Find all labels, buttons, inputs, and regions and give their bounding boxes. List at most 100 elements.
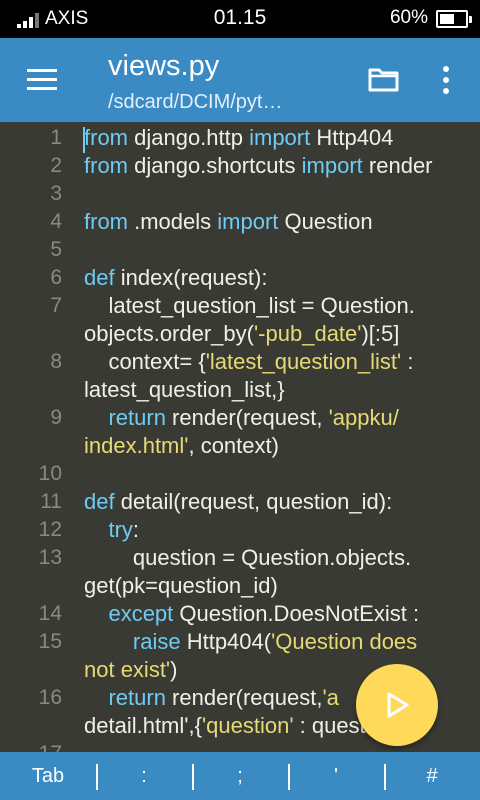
key-button[interactable]: # [426, 765, 438, 787]
code-line: except Question.DoesNotExist : [84, 600, 419, 628]
code-token: context= { [84, 349, 206, 374]
code-line: return render(request,'a [84, 684, 339, 712]
folder-icon[interactable] [368, 67, 399, 92]
code-line: from .models import Question [84, 208, 373, 236]
run-button[interactable] [356, 664, 438, 746]
code-token: render(request, [165, 685, 323, 710]
line-number: 5 [50, 238, 62, 261]
string-token: 'appku/ [328, 405, 399, 430]
extra-keys-bar: Tab:; ' # [0, 752, 480, 800]
code-token: : [132, 517, 140, 542]
key-separator [288, 764, 290, 790]
key-separator [192, 764, 194, 790]
battery-percent: 60% [389, 7, 428, 28]
code-token: detail(request, question_id): [114, 489, 393, 514]
keyword-token: import [301, 153, 363, 178]
code-line: try: [84, 516, 139, 544]
code-token: .models [128, 209, 218, 234]
line-number: 11 [40, 490, 62, 513]
code-token: render(request, [165, 405, 329, 430]
code-line: latest_question_list,} [84, 376, 285, 404]
line-number: 12 [38, 518, 62, 541]
keyword-token: import [249, 125, 311, 150]
code-token: latest_question_list,} [84, 377, 285, 402]
play-icon [387, 692, 409, 718]
string-token: 'a [322, 685, 339, 710]
line-number: 17 [39, 742, 62, 752]
code-token: Question [278, 209, 373, 234]
code-line: objects.order_by('-pub_date')[:5] [84, 320, 399, 348]
line-number: 14 [38, 602, 62, 625]
app-bar: views.py /sdcard/DCIM/pyt… [0, 38, 480, 122]
keyword-token: except [108, 601, 174, 626]
key-button[interactable]: ' [334, 765, 338, 787]
line-number: 13 [38, 546, 62, 569]
code-line: from django.shortcuts import render [84, 152, 433, 180]
keyword-token: try [108, 517, 133, 542]
more-vert-icon[interactable] [436, 66, 456, 94]
line-number: 15 [38, 630, 62, 653]
keyword-token: import [217, 209, 279, 234]
file-title: views.py [108, 50, 220, 82]
clock: 01.15 [213, 6, 267, 29]
line-number-gutter: 1234567891011121314151617 [0, 122, 76, 752]
battery-icon [436, 10, 472, 28]
line-number: 3 [50, 182, 62, 205]
code-line: context= {'latest_question_list' : [84, 348, 413, 376]
code-token: objects.order_by( [84, 321, 254, 346]
keyword-token: from [84, 153, 128, 178]
code-line: question = Question.objects. [84, 544, 411, 572]
code-token: latest_question_list = Question. [84, 293, 415, 318]
line-number: 7 [50, 294, 62, 317]
code-token: render [362, 153, 433, 178]
line-number: 9 [50, 406, 62, 429]
key-button[interactable]: ; [237, 765, 243, 787]
code-token: Http404 [310, 125, 394, 150]
carrier-name: AXIS [45, 8, 89, 29]
string-token: 'Question does [271, 629, 418, 654]
keyword-token: def [84, 489, 115, 514]
line-number: 2 [50, 154, 62, 177]
code-token: get(pk=question_id) [84, 573, 278, 598]
code-line: index.html', context) [84, 432, 279, 460]
status-bar: AXIS 01.15 60% [0, 0, 480, 38]
key-separator [384, 764, 386, 790]
code-token: Question.DoesNotExist : [173, 601, 420, 626]
code-token: question = Question.objects. [84, 545, 412, 570]
code-token [84, 517, 108, 542]
key-button[interactable]: : [141, 765, 147, 787]
code-token: Http404( [180, 629, 272, 654]
keyword-token: return [108, 685, 166, 710]
code-token: django.http [128, 125, 250, 150]
code-token [84, 685, 108, 710]
code-token [84, 405, 108, 430]
file-path: /sdcard/DCIM/pyt… [108, 91, 283, 113]
code-token: index(request): [114, 265, 268, 290]
string-token: 'question' [201, 713, 294, 738]
code-token: ) [170, 657, 178, 682]
line-number: 8 [50, 350, 62, 373]
keyword-token: from [84, 125, 128, 150]
string-token: not exist' [84, 657, 171, 682]
line-number: 4 [50, 210, 62, 233]
code-token [84, 629, 133, 654]
code-token: : [401, 349, 414, 374]
code-line: return render(request, 'appku/ [84, 404, 399, 432]
code-line: not exist') [84, 656, 177, 684]
code-line: get(pk=question_id) [84, 572, 278, 600]
code-token: , context) [188, 433, 279, 458]
code-line: from django.http import Http404 [84, 124, 393, 152]
string-token: index.html' [84, 433, 189, 458]
key-separator [96, 764, 98, 790]
line-number: 6 [50, 266, 62, 289]
key-button[interactable]: Tab [31, 765, 65, 787]
string-token: '-pub_date' [253, 321, 362, 346]
text-cursor [83, 127, 85, 153]
code-editor[interactable]: 1234567891011121314151617 from django.ht… [0, 122, 480, 752]
line-number: 1 [50, 126, 62, 149]
code-line: def index(request): [84, 264, 267, 292]
signal-icon [17, 12, 43, 28]
code-line: raise Http404('Question does [84, 628, 417, 656]
menu-icon[interactable] [27, 69, 57, 91]
